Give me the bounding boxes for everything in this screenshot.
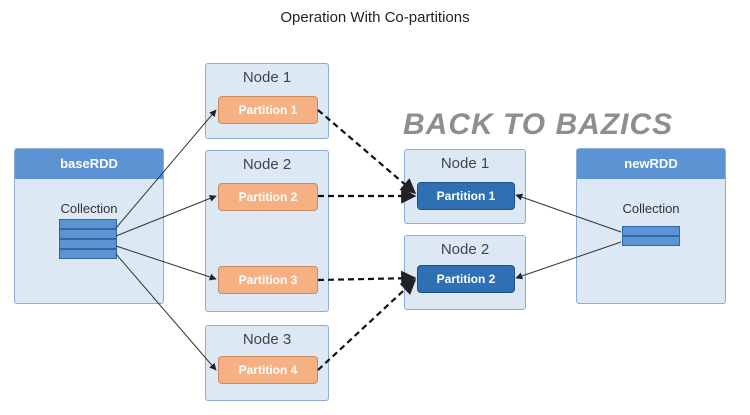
partition-3-box: Partition 3 [218,266,318,294]
collection-row [622,226,680,236]
partition-2-box: Partition 2 [218,183,318,211]
arrow-base-to-partition-1 [115,109,217,229]
new-rdd-box: newRDD Collection [576,148,726,304]
right-node-2: Node 2 Partition 2 [404,235,526,310]
arrow-base-to-partition-4 [115,253,217,371]
base-rdd-box: baseRDD Collection [14,148,164,304]
arrow-base-to-partition-2 [115,195,217,237]
new-rdd-header: newRDD [577,149,725,179]
diagram-title: Operation With Co-partitions [280,9,470,26]
base-rdd-collection-label: Collection [60,201,118,216]
target-partition-1-box: Partition 1 [417,182,515,210]
arrow-new-to-target-2 [515,241,622,280]
arrow-base-to-partition-3 [115,245,217,281]
dashed-arrow-p4 [317,278,417,371]
new-rdd-collection [622,226,680,246]
left-node-1: Node 1 Partition 1 [205,63,329,139]
target-partition-2-box: Partition 2 [417,265,515,293]
collection-row [622,236,680,246]
partition-1-box: Partition 1 [218,96,318,124]
node-label: Node 1 [242,69,292,86]
dashed-arrow-p1 [317,109,417,195]
collection-row [59,239,117,249]
dashed-arrow-p3 [317,270,417,286]
collection-row [59,229,117,239]
left-node-3: Node 3 Partition 4 [205,325,329,401]
left-node-2: Node 2 Partition 2 Partition 3 [205,150,329,312]
node-label: Node 1 [440,155,490,172]
new-rdd-collection-label: Collection [622,201,680,216]
node-label: Node 3 [242,331,292,348]
node-label: Node 2 [242,156,292,173]
watermark-logo: BACK TO BAZICS [403,108,674,141]
base-rdd-header: baseRDD [15,149,163,179]
partition-4-box: Partition 4 [218,356,318,384]
arrow-new-to-target-1 [515,193,622,233]
right-node-1: Node 1 Partition 1 [404,149,526,224]
base-rdd-collection [59,219,117,259]
collection-row [59,219,117,229]
node-label: Node 2 [440,241,490,258]
